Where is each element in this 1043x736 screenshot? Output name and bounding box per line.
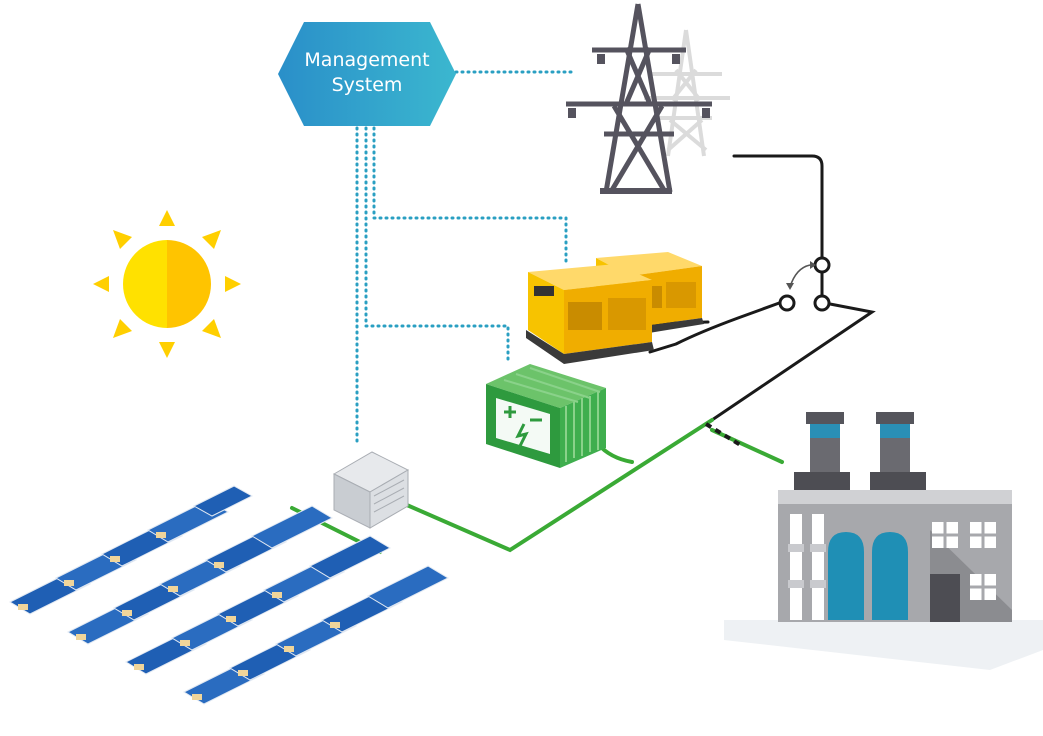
- data-links: [355, 70, 577, 444]
- factory-icon: [724, 412, 1043, 670]
- sun-icon: [93, 210, 241, 358]
- management-title-line2: System: [331, 74, 403, 96]
- management-title-line1: Management: [304, 49, 430, 71]
- management-system: [278, 22, 456, 126]
- generator-icon: [526, 252, 704, 364]
- battery-icon: [486, 364, 606, 468]
- pylon-icon: [566, 3, 730, 194]
- switch-icon: [778, 256, 831, 312]
- solar-panel-icon: [8, 485, 450, 705]
- data-link-battery: [364, 126, 510, 366]
- data-link-generator: [372, 126, 568, 264]
- management-system-label: Management System: [278, 48, 456, 98]
- inverter-icon: [332, 451, 410, 529]
